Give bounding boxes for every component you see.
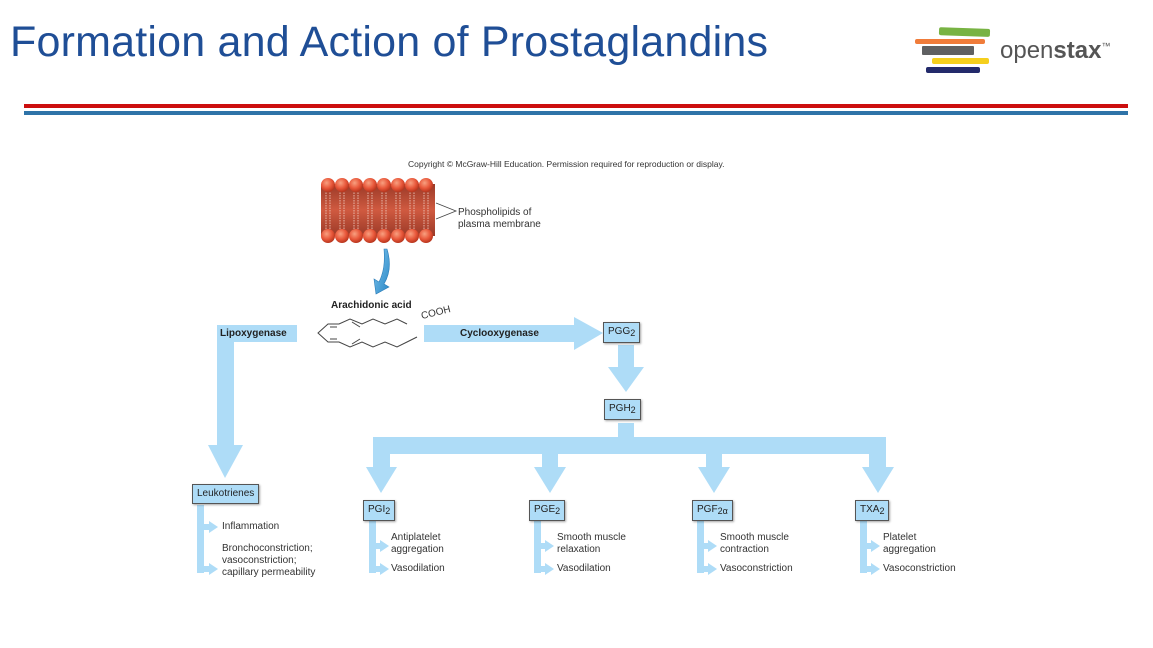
arachidonic-acid-structure-icon [317, 318, 418, 348]
cyclooxygenase-arrow [424, 317, 603, 350]
lipoxygenase-arrow [208, 325, 297, 478]
header-rule-red [24, 104, 1128, 108]
arachidonic-acid-label: Arachidonic acid [331, 300, 412, 311]
effect-arrows [197, 505, 880, 575]
lipoxygenase-label: Lipoxygenase [220, 328, 287, 339]
slide-title: Formation and Action of Prostaglandins [10, 18, 769, 66]
pgf2a-box: PGF2α [692, 500, 733, 521]
txa2-effect-2: Vasoconstriction [883, 563, 956, 574]
leukotrienes-effect-2: Bronchoconstriction;vasoconstriction;cap… [222, 543, 316, 578]
pgh2-branch-arrows [366, 423, 894, 493]
pgg2-to-pgh2-arrow [608, 345, 644, 392]
header-rule-blue [24, 111, 1128, 115]
pgi2-box: PGI2 [363, 500, 396, 521]
release-curved-arrow-icon [373, 248, 390, 295]
openstax-logo: openstax™ [912, 24, 1132, 80]
pgg2-box: PGG2 [603, 322, 641, 343]
pgf2a-effect-2: Vasoconstriction [720, 563, 793, 574]
logo-wordmark: openstax™ [1000, 37, 1111, 64]
cyclooxygenase-label: Cyclooxygenase [460, 328, 539, 339]
phospholipid-membrane-icon [321, 178, 435, 243]
leukotrienes-effect-1: Inflammation [222, 521, 280, 532]
books-logo-icon [915, 27, 991, 73]
leukotrienes-box: Leukotrienes [192, 484, 260, 504]
pgi2-effect-2: Vasodilation [391, 563, 445, 574]
pgh2-box: PGH2 [604, 399, 641, 420]
copyright-notice: Copyright © McGraw-Hill Education. Permi… [408, 159, 725, 169]
membrane-label-bracket [435, 202, 458, 220]
pge2-box: PGE2 [529, 500, 566, 521]
pge2-effect-2: Vasodilation [557, 563, 611, 574]
txa2-box: TXA2 [855, 500, 890, 521]
